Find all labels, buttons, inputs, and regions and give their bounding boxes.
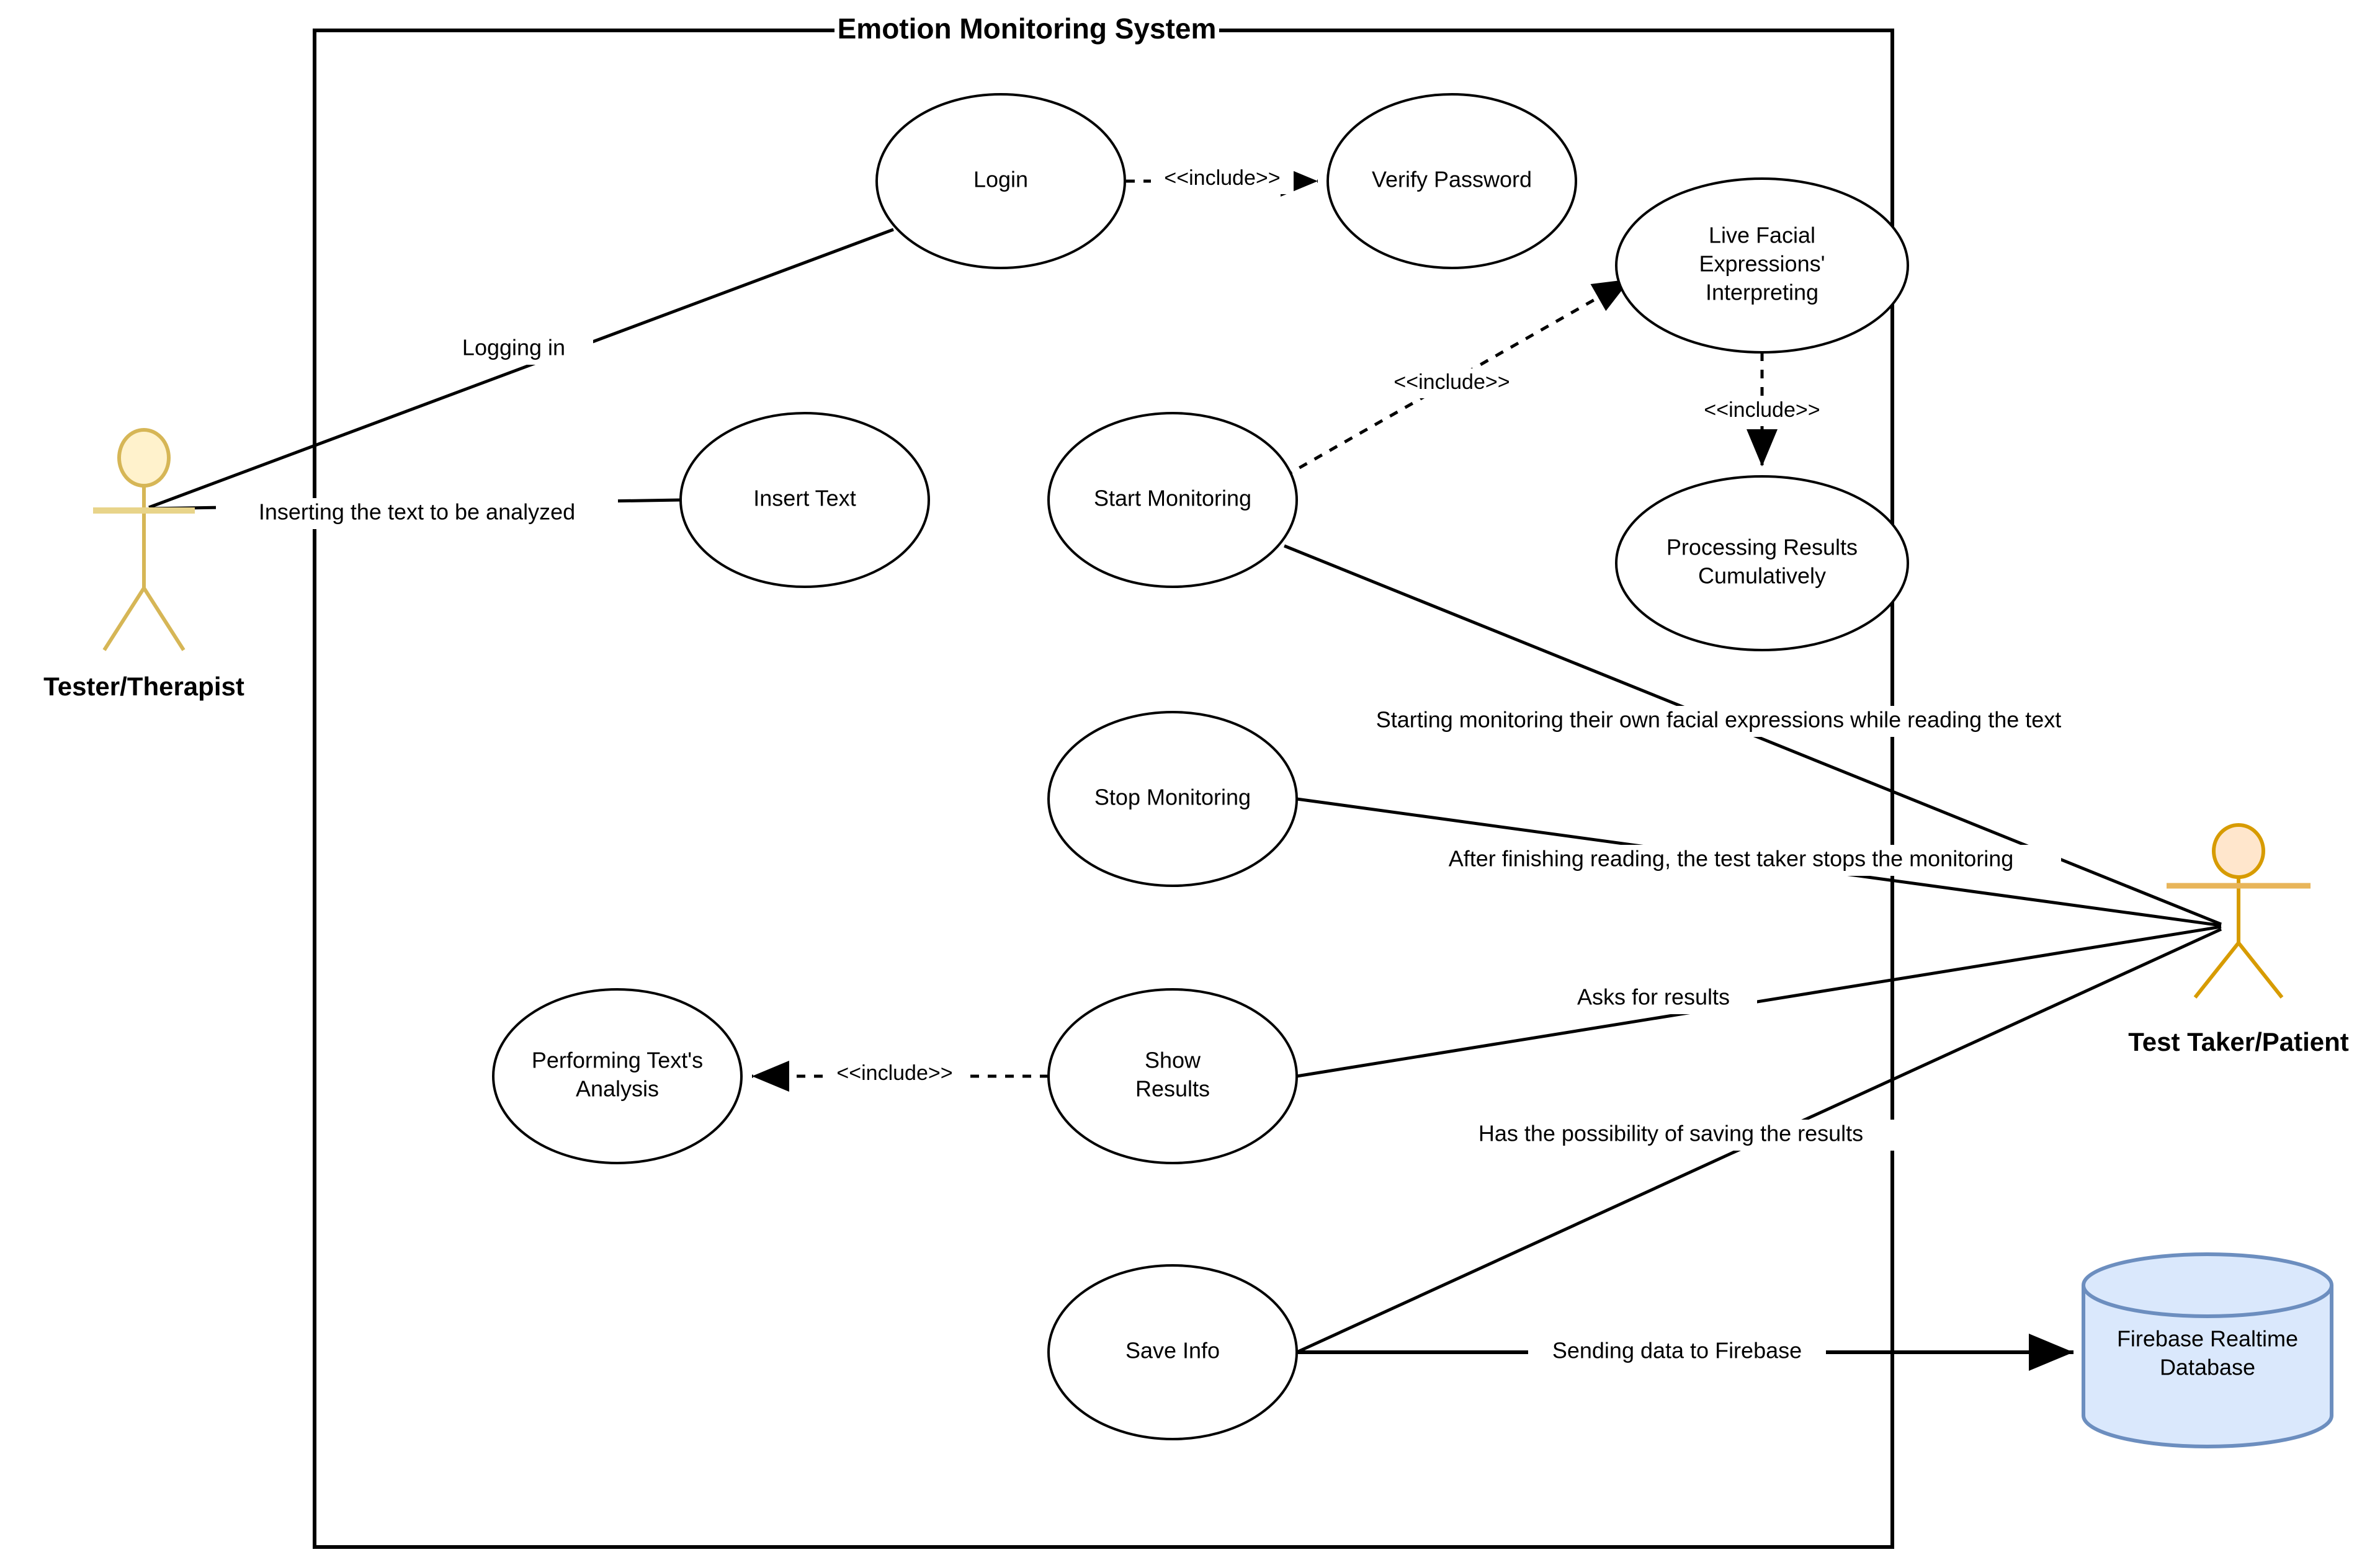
- use-case-label: Login: [973, 167, 1028, 192]
- label-backdrop: [1528, 1337, 1826, 1368]
- include-stereotype-live-processing: <<include>>: [1704, 398, 1820, 422]
- actor-head-icon: [2212, 823, 2265, 879]
- use-case-live-facial-expressions-interpreting[interactable]: Live Facial Expressions' Interpreting: [1615, 177, 1909, 354]
- actor-label-test-taker-patient: Test Taker/Patient: [2128, 1027, 2349, 1056]
- actor-left-leg-line: [102, 587, 146, 651]
- use-case-show-results[interactable]: Show Results: [1047, 988, 1298, 1164]
- system-title-backdrop: [834, 14, 1219, 48]
- label-backdrop: [1421, 1120, 1920, 1151]
- include-stereotype-start-live: <<include>>: [1394, 370, 1510, 394]
- edge-labels: Logging in Inserting the text to be anal…: [216, 334, 2109, 1368]
- association-label-asks-for-results: Asks for results: [1577, 984, 1730, 1010]
- use-case-insert-text[interactable]: Insert Text: [679, 412, 930, 588]
- use-case-ellipse[interactable]: [679, 412, 930, 588]
- database-cylinder-top-arc: [2082, 1285, 2333, 1318]
- include-stereotype-show-analysis: <<include>>: [836, 1061, 952, 1085]
- label-backdrop: [1380, 368, 1523, 398]
- use-case-label-line1: Live Facial: [1709, 223, 1815, 248]
- use-case-login[interactable]: Login: [875, 93, 1126, 269]
- association-label-logging-in: Logging in: [462, 335, 565, 360]
- use-case-stop-monitoring[interactable]: Stop Monitoring: [1047, 711, 1298, 887]
- use-case-start-monitoring[interactable]: Start Monitoring: [1047, 412, 1298, 588]
- use-case-label-line1: Performing Text's: [532, 1048, 703, 1073]
- system-title: Emotion Monitoring System: [838, 12, 1217, 45]
- actor-right-leg-line: [142, 587, 186, 651]
- use-case-ellipse[interactable]: [492, 988, 743, 1164]
- use-case-label-line2: Results: [1135, 1076, 1210, 1102]
- firebase-realtime-database[interactable]: Firebase Realtime Database: [2082, 1252, 2333, 1448]
- use-case-verify-password[interactable]: Verify Password: [1326, 93, 1577, 269]
- actor-test-taker-patient[interactable]: Test Taker/Patient: [2128, 823, 2349, 1056]
- use-case-ellipse[interactable]: [1047, 988, 1298, 1164]
- actor-label-tester-therapist: Tester/Therapist: [43, 672, 244, 701]
- actor-tester-therapist[interactable]: Tester/Therapist: [43, 428, 244, 701]
- database-label-line2: Database: [2160, 1355, 2255, 1380]
- association-label-saving-results: Has the possibility of saving the result…: [1479, 1121, 1863, 1146]
- system-boundary: Emotion Monitoring System: [313, 12, 1894, 1549]
- include-stereotype-login-verify: <<include>>: [1164, 166, 1280, 190]
- label-backdrop: [434, 334, 593, 365]
- use-case-ellipse[interactable]: [1615, 177, 1909, 354]
- use-case-processing-results-cumulatively[interactable]: Processing Results Cumulatively: [1615, 475, 1909, 651]
- line-tester-login: [148, 228, 894, 509]
- label-backdrop: [1550, 983, 1757, 1014]
- use-case-label: Stop Monitoring: [1094, 785, 1251, 810]
- actor-left-leg-line: [2193, 942, 2240, 999]
- label-backdrop: [1151, 164, 1294, 194]
- use-case-ellipse[interactable]: [1047, 711, 1298, 887]
- use-case-label-line2: Expressions': [1699, 251, 1825, 277]
- use-case-label: Save Info: [1125, 1338, 1220, 1363]
- association-label-sending-firebase: Sending data to Firebase: [1552, 1338, 1802, 1363]
- database-label-line1: Firebase Realtime: [2117, 1326, 2298, 1352]
- use-case-label: Verify Password: [1372, 167, 1532, 192]
- use-case-label-line1: Processing Results: [1666, 535, 1858, 560]
- use-case-label-line1: Show: [1145, 1048, 1201, 1073]
- line-show-results-test-taker: [1296, 925, 2222, 1078]
- use-case-label-line2: Cumulatively: [1698, 563, 1826, 589]
- use-case-ellipse[interactable]: [875, 93, 1126, 269]
- label-backdrop: [823, 1059, 966, 1089]
- label-backdrop: [1691, 396, 1833, 426]
- include-lines: [752, 166, 1778, 1092]
- use-case-ellipse[interactable]: [1047, 1264, 1298, 1440]
- label-backdrop: [1401, 845, 2061, 876]
- actor-head-icon: [117, 428, 171, 488]
- use-case-ellipse[interactable]: [1615, 475, 1909, 651]
- label-backdrop: [216, 498, 618, 529]
- use-case-label: Start Monitoring: [1094, 486, 1251, 511]
- use-case-label-line3: Interpreting: [1706, 280, 1819, 305]
- label-backdrop: [1328, 706, 2109, 737]
- association-label-stop-monitoring: After finishing reading, the test taker …: [1449, 846, 2014, 872]
- actor-right-leg-line: [2237, 942, 2284, 999]
- use-case-ellipse[interactable]: [1326, 93, 1577, 269]
- association-label-start-monitoring: Starting monitoring their own facial exp…: [1376, 707, 2062, 733]
- use-case-save-info[interactable]: Save Info: [1047, 1264, 1298, 1440]
- database-cylinder-body[interactable]: [2082, 1252, 2333, 1448]
- use-case-performing-texts-analysis[interactable]: Performing Text's Analysis: [492, 988, 743, 1164]
- use-case-label-line2: Analysis: [576, 1076, 659, 1102]
- association-label-inserting-text: Inserting the text to be analyzed: [259, 499, 575, 525]
- use-case-ellipse[interactable]: [1047, 412, 1298, 588]
- use-case-label: Insert Text: [753, 486, 856, 511]
- include-labels: <<include>> <<include>> <<include>> <<in…: [823, 164, 1833, 1089]
